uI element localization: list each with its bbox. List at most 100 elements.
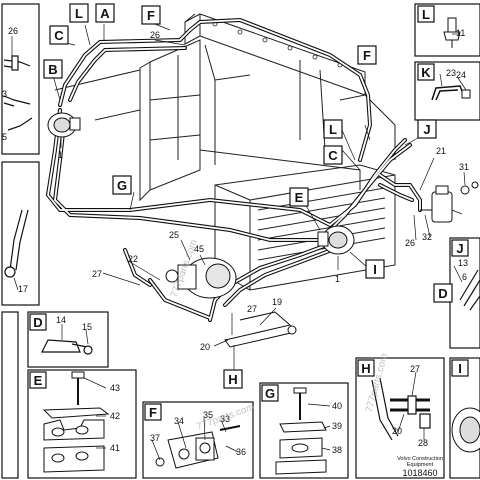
letter-box-A: A	[95, 3, 115, 23]
letter-box-J-inset: J	[451, 239, 469, 257]
inset-k-content	[431, 85, 471, 101]
inset-g-clamp-frame	[259, 382, 349, 479]
callout-15: 15	[82, 322, 92, 332]
letter-box-G-inset: G	[261, 384, 279, 402]
letter-box-L-main: L	[69, 3, 89, 23]
letter-C: C	[328, 148, 338, 163]
inset-e-content	[42, 371, 110, 473]
letter-E: E	[295, 190, 304, 205]
letter-box-C-right: C	[323, 145, 343, 165]
callout-21: 21	[436, 146, 446, 156]
callout-26: 26	[8, 26, 18, 36]
inset-h-content	[371, 377, 431, 441]
letter-box-C-top: C	[49, 25, 69, 45]
letter-G: G	[117, 178, 127, 193]
letter-box-E-main: E	[289, 187, 309, 207]
letter-box-B: B	[43, 59, 63, 79]
inset-f-frame	[142, 401, 254, 479]
callout-36: 36	[236, 447, 246, 457]
leader-lines	[11, 23, 467, 461]
callout-11: 11	[456, 28, 465, 38]
inset-j-content	[459, 269, 480, 311]
inset-b-frame	[1, 3, 40, 155]
inset-i-frame	[449, 357, 480, 479]
inset-l-frame	[414, 3, 480, 57]
letter-A: A	[100, 6, 110, 21]
valve-b	[47, 112, 81, 138]
filter-30	[420, 181, 479, 223]
callout-32: 32	[422, 232, 432, 242]
callout-17: 17	[18, 284, 28, 294]
letter-I: I	[373, 262, 377, 277]
inset-b-content	[3, 55, 33, 131]
callout-38: 38	[332, 445, 342, 455]
letter-box-L-right: L	[323, 119, 343, 139]
letter-D: D	[438, 286, 447, 301]
callout-23: 23	[446, 68, 456, 78]
letter-F: F	[147, 8, 155, 23]
letter-L: L	[329, 122, 337, 137]
letter-box-F-top: F	[141, 5, 161, 25]
letter-H: H	[228, 372, 237, 387]
footer-brand-2: Equipment	[407, 462, 434, 468]
callout-26: 26	[150, 30, 160, 40]
callout-20: 20	[392, 426, 402, 436]
callout-34: 34	[174, 416, 184, 426]
letter-box-G: G	[112, 175, 132, 195]
callout-39: 39	[332, 421, 342, 431]
callout-26: 26	[405, 238, 415, 248]
letter-box-L-inset: L	[417, 5, 435, 23]
letter-box-D-right: D	[433, 283, 453, 303]
letter-box-F-inset: F	[144, 403, 162, 421]
tube-19-20	[224, 311, 297, 348]
inset-g-content	[4, 209, 29, 278]
letter-box-I-inset: I	[451, 359, 469, 377]
valve-i	[317, 225, 355, 255]
drawing-number: 1018460	[402, 468, 437, 478]
frame-bolt-holes	[212, 21, 343, 68]
callout-25: 25	[169, 230, 179, 240]
callout-19: 19	[272, 297, 282, 307]
letter-E: E	[34, 373, 43, 388]
letter-H: H	[361, 361, 370, 376]
letter-box-K-inset: K	[417, 63, 435, 81]
inset-h-frame	[355, 357, 445, 479]
callout-22: 22	[128, 254, 138, 264]
letter-box-H-inset: H	[357, 359, 375, 377]
callout-20: 20	[200, 342, 210, 352]
callout-41: 41	[110, 443, 120, 453]
callout-6: 6	[462, 272, 467, 282]
callout-35: 35	[203, 410, 213, 420]
letter-J: J	[456, 241, 463, 256]
callout-24: 24	[456, 70, 466, 80]
callout-45: 45	[194, 244, 204, 254]
callout-numbers: 26 3 5 1 26 17 25 45 22 27 27 19 20 1 21…	[2, 26, 469, 457]
letter-box-D-inset: D	[29, 313, 47, 331]
inset-left-partial-frame	[1, 311, 19, 479]
letter-L: L	[75, 6, 83, 21]
inset-d-frame	[27, 311, 109, 368]
callout-3: 3	[2, 89, 7, 99]
callout-31: 31	[459, 162, 469, 172]
callout-37: 37	[150, 433, 160, 443]
callout-13: 13	[458, 258, 468, 268]
inset-d-content	[41, 339, 93, 355]
inset-k-frame	[414, 61, 480, 121]
letter-I: I	[458, 361, 462, 376]
inset-g-frame	[1, 161, 40, 306]
callout-40: 40	[332, 401, 342, 411]
inset-f-content	[155, 425, 241, 469]
inset-i-content	[451, 407, 480, 453]
letter-J: J	[423, 122, 430, 137]
callout-27: 27	[247, 304, 257, 314]
callout-14: 14	[56, 315, 66, 325]
letter-L: L	[422, 7, 430, 22]
letter-box-I-main: I	[365, 259, 385, 279]
letter-F: F	[149, 405, 157, 420]
callout-1: 1	[335, 274, 340, 284]
letter-F: F	[363, 48, 371, 63]
inset-gclamp-content	[275, 387, 327, 475]
letter-D: D	[33, 315, 42, 330]
